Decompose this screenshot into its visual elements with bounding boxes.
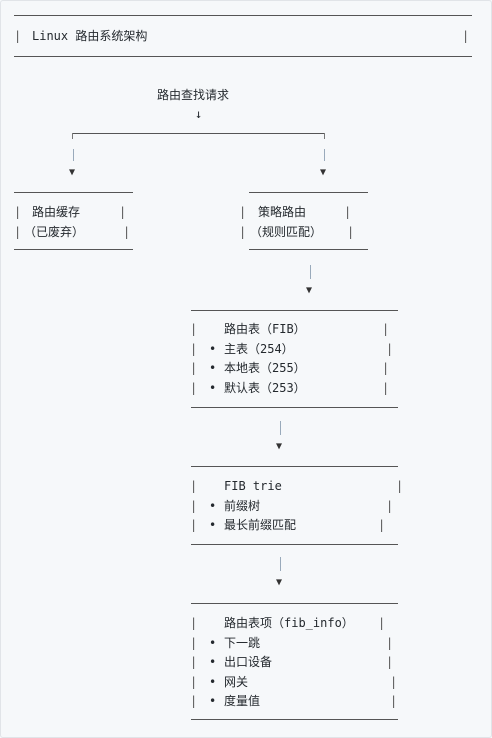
connector [310, 265, 311, 279]
border-char: | [390, 675, 398, 689]
border-char: | [190, 361, 198, 375]
policy-routing-label: 策略路由 [258, 205, 307, 219]
border-char: | [190, 636, 198, 650]
connector-right [324, 149, 325, 161]
border-char: | [378, 518, 386, 532]
border-char: | [344, 205, 352, 219]
arrow-down-icon: ▼ [69, 167, 76, 178]
border-char: | [14, 205, 22, 219]
fib-trie-title: FIB trie [224, 479, 282, 493]
arrow-down-icon: ▼ [276, 441, 283, 452]
route-cache-label: 路由缓存 [32, 205, 81, 219]
fib-table-item: 本地表（255） [224, 361, 306, 375]
border-char: | [14, 29, 22, 43]
border-char: | [347, 225, 355, 239]
bullet: • [209, 694, 217, 708]
border-char: | [382, 361, 390, 375]
bullet: • [209, 361, 217, 375]
border-char: | [14, 225, 22, 239]
border-char: | [190, 694, 198, 708]
branch-line [72, 133, 324, 134]
fib-info-item: 度量值 [224, 694, 261, 708]
branch-left-tick [72, 133, 73, 139]
request-label: 路由查找请求 [157, 88, 230, 102]
border-char: | [386, 342, 394, 356]
bullet: • [209, 342, 217, 356]
bullet: • [209, 499, 217, 513]
border-char: | [386, 655, 394, 669]
bullet: • [209, 655, 217, 669]
border-char: | [119, 205, 127, 219]
bullet: • [209, 518, 217, 532]
branch-right-tick [324, 133, 325, 139]
border-char: | [190, 342, 198, 356]
connector [280, 421, 281, 435]
border-char: | [239, 225, 247, 239]
border-char: | [190, 381, 198, 395]
border-char: | [190, 479, 198, 493]
border-char: | [123, 225, 131, 239]
fib-tables-title: 路由表（FIB） [224, 322, 306, 336]
route-cache-box [14, 192, 133, 250]
border-char: | [462, 29, 470, 43]
connector-left [73, 149, 74, 161]
border-char: | [239, 205, 247, 219]
border-char: | [190, 655, 198, 669]
bullet: • [209, 381, 217, 395]
arrow-down-icon: ▼ [320, 167, 327, 178]
fib-trie-item: 前缀树 [224, 499, 261, 513]
policy-routing-note: （规则匹配） [250, 225, 323, 239]
down-arrow-icon: ↓ [195, 107, 203, 121]
policy-routing-box [249, 192, 368, 250]
connector [280, 557, 281, 571]
fib-info-title: 路由表项（fib_info） [224, 616, 354, 630]
fib-table-item: 默认表（253） [224, 381, 306, 395]
border-char: | [382, 381, 390, 395]
diagram-title: Linux 路由系统架构 [32, 29, 148, 43]
border-char: | [390, 694, 398, 708]
border-char: | [378, 616, 386, 630]
route-cache-note: （已废弃） [24, 225, 85, 239]
arrow-down-icon: ▼ [276, 577, 283, 588]
border-char: | [386, 499, 394, 513]
fib-trie-item: 最长前缀匹配 [224, 518, 297, 532]
fib-table-item: 主表（254） [224, 342, 294, 356]
border-char: | [190, 675, 198, 689]
title-box [14, 15, 472, 57]
fib-info-item: 下一跳 [224, 636, 261, 650]
border-char: | [396, 479, 404, 493]
border-char: | [190, 499, 198, 513]
fib-info-item: 网关 [224, 675, 249, 689]
border-char: | [386, 636, 394, 650]
fib-tables-box [191, 310, 398, 408]
bullet: • [209, 675, 217, 689]
fib-info-item: 出口设备 [224, 655, 273, 669]
bullet: • [209, 636, 217, 650]
fib-info-box [191, 603, 398, 720]
border-char: | [382, 322, 390, 336]
border-char: | [190, 322, 198, 336]
border-char: | [190, 616, 198, 630]
border-char: | [190, 518, 198, 532]
fib-trie-box [191, 466, 398, 545]
arrow-down-icon: ▼ [306, 285, 313, 296]
